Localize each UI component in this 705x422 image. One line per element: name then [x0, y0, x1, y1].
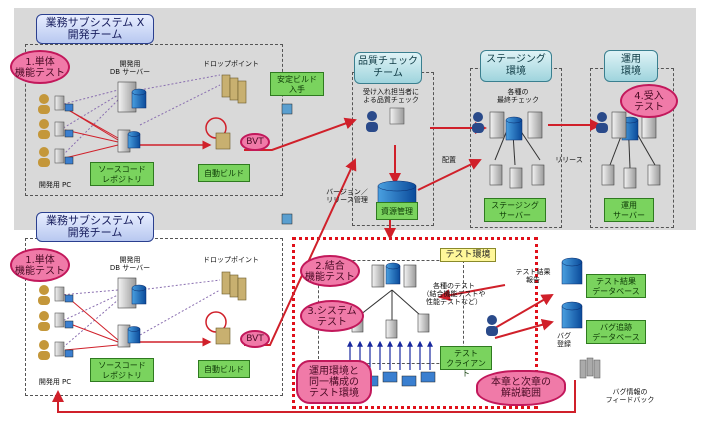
dev-pc-label-y: 開発用 PC [38, 378, 72, 386]
integration-test-badge: 2.結合機能テスト [300, 255, 360, 287]
acceptance-test-badge: 4.受入テスト [620, 84, 678, 118]
staging-server-box: ステージングサーバー [484, 198, 546, 222]
same-env-badge: 運用環境と同一構成のテスト環境 [296, 360, 372, 404]
server-icons [351, 111, 661, 339]
team-y-links [59, 279, 221, 351]
final-check-label: 各種の最終チェック [497, 88, 539, 104]
ops-server-box: 運用サーバー [604, 198, 654, 222]
release-label: リリース [555, 156, 583, 164]
stable-build-box: 安定ビルド入手 [270, 72, 324, 96]
unit-test-x-badge: 1.単体機能テスト [10, 50, 70, 84]
scope-badge: 本章と次章の解説範囲 [476, 370, 566, 406]
person-icons [38, 94, 50, 360]
team-x-area [25, 44, 283, 196]
team-x-red-links [64, 107, 119, 159]
drop-point-label-x: ドロップポイント [203, 60, 259, 68]
deploy-label: 配置 [442, 156, 456, 164]
bvt-badge-y: BVT [240, 330, 270, 348]
pc-icons [54, 95, 405, 357]
source-repo-x: ソースコードレポジトリ [90, 162, 154, 186]
team-x-links [59, 74, 221, 159]
system-test-badge: 3.システムテスト [300, 300, 364, 332]
test-result-report-label: テスト結果報告 [515, 268, 551, 284]
bug-register-label: バグ登録 [557, 332, 571, 348]
feedback-label: バグ情報のフィードバック [605, 388, 655, 404]
various-tests-label: 各種のテスト（結合機能テストや性能テストなど） [422, 282, 486, 306]
auto-build-y: 自動ビルド [198, 360, 250, 378]
bug-db-box: バグ追跡データベース [586, 320, 646, 344]
drop-point-label-y: ドロップポイント [203, 256, 259, 264]
auto-build-x: 自動ビルド [198, 164, 250, 182]
unit-test-y-badge: 1.単体機能テスト [10, 248, 70, 282]
test-client-box: テストクライアント [440, 346, 492, 378]
test-scope-area [292, 237, 538, 409]
bvt-badge-x: BVT [240, 133, 270, 151]
test-env-label: テスト環境 [440, 248, 496, 262]
qc-description: 受け入れ担当者による品質チェック [363, 88, 419, 104]
test-result-db-box: テスト結果データベース [586, 274, 646, 298]
drop-point-icons [215, 74, 247, 345]
resource-mgmt-box: 資源管理 [376, 202, 418, 220]
ops-title: 運用環境 [604, 50, 658, 82]
qc-team-title: 品質チェックチーム [354, 52, 422, 84]
dev-pc-label-x: 開発用 PC [38, 181, 72, 189]
source-repo-y: ソースコードレポジトリ [90, 358, 154, 382]
staging-title: ステージング環境 [480, 50, 552, 82]
version-mgmt-label: バージョン／リリース管理 [326, 188, 368, 204]
db-server-icons [117, 81, 137, 348]
